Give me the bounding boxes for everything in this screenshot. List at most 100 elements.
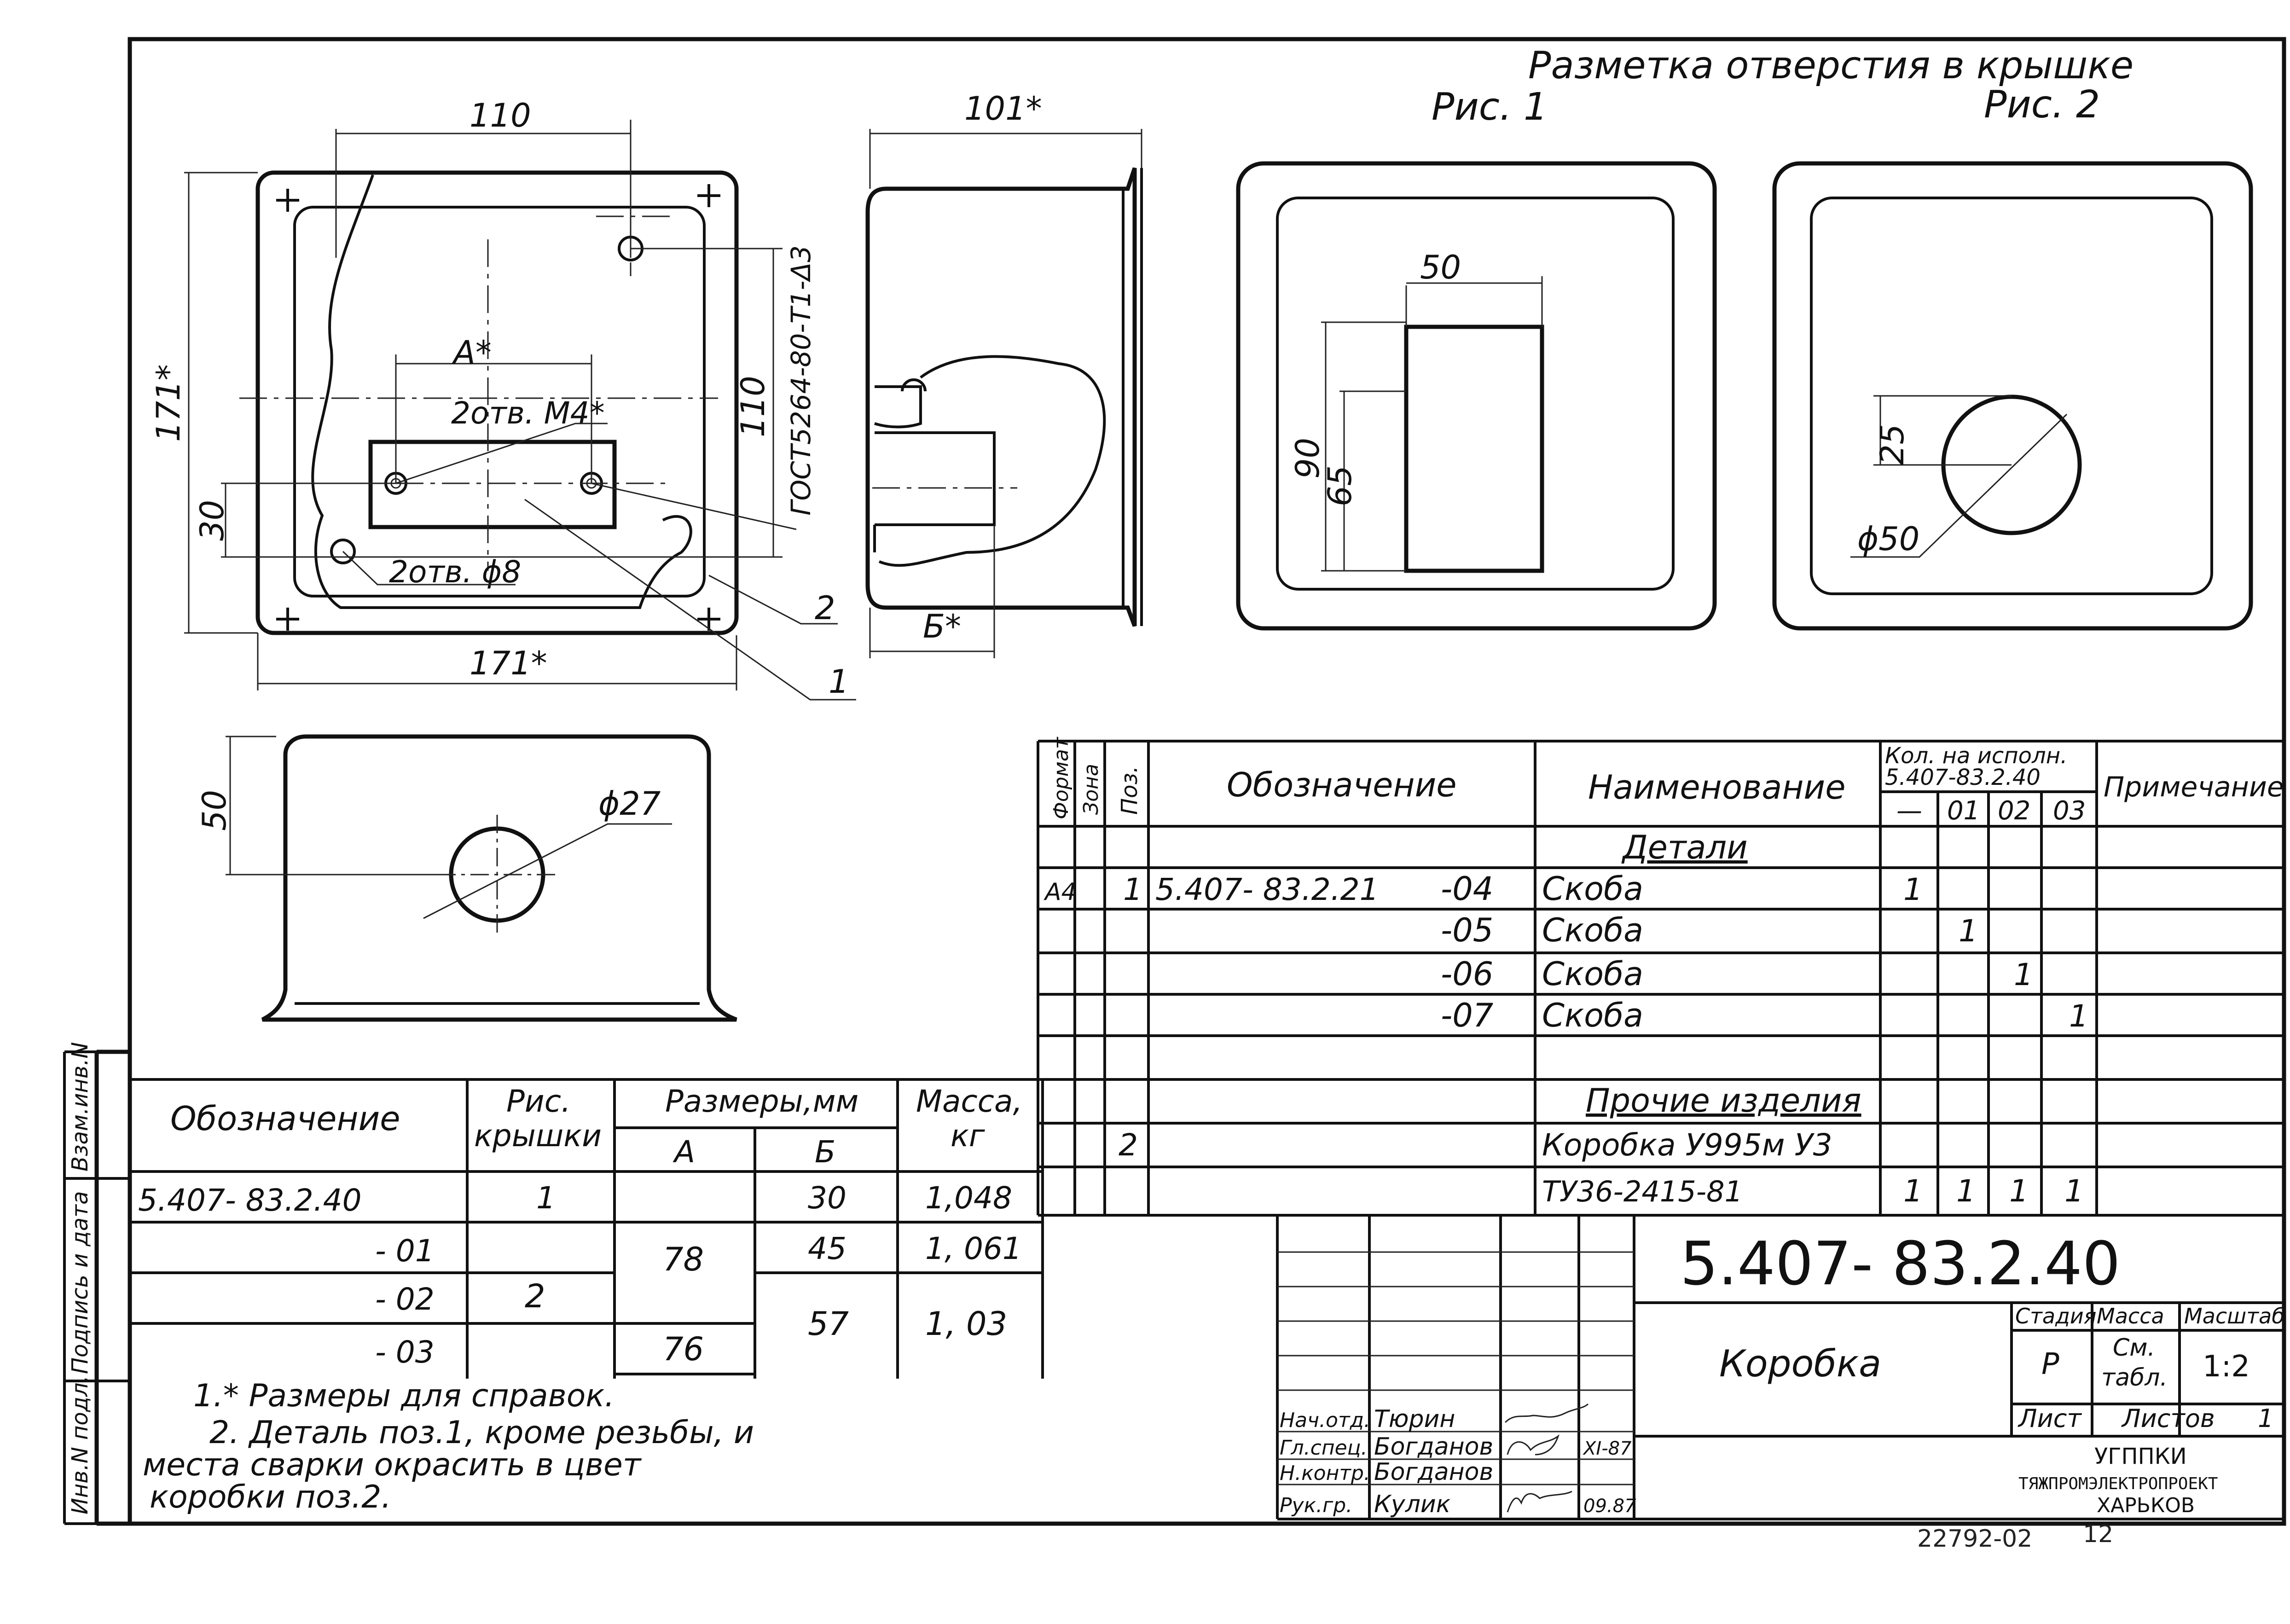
spec-row2-q2: 1	[2014, 957, 2033, 992]
fig1-dim-width: 50	[1420, 249, 1461, 286]
tb-scale-label: Масштаб	[2184, 1304, 2285, 1328]
stamp-signature-date: Подпись и дата	[67, 1191, 93, 1374]
vt-row0-mass: 1,048	[925, 1180, 1012, 1216]
stamp-inv-podl: Инв.N подл.	[67, 1375, 93, 1514]
signature-kulik	[1507, 1491, 1572, 1513]
spec-row3-suffix: -07	[1441, 997, 1493, 1034]
drawing-title: Разметка отверстия в крышке	[1528, 44, 2133, 87]
front-dim-top: 110	[470, 97, 531, 134]
spec-row0-format: А4	[1044, 878, 1077, 906]
spec-row0-pos: 1	[1123, 872, 1142, 907]
fig2-dim-r: 25	[1873, 424, 1911, 465]
front-dim-30: 30	[193, 500, 231, 541]
signature-tyurin	[1504, 1403, 1589, 1423]
spec-row1-suffix: -05	[1441, 911, 1493, 949]
vt-row0-b: 30	[808, 1180, 846, 1216]
notes: 1.* Размеры для справок. 2. Деталь поз.1…	[143, 1378, 754, 1515]
spec-h-designation: Обозначение	[1227, 766, 1457, 804]
tb-signer2-role: Н.контр.	[1280, 1462, 1370, 1485]
tb-doc-number: 5.407- 83.2.40	[1680, 1229, 2121, 1299]
tb-product-name: Коробка	[1719, 1342, 1881, 1385]
spec-h-pos: Поз.	[1117, 766, 1142, 815]
fig1-label: Рис. 1	[1432, 85, 1548, 129]
footer-page: 12	[2083, 1520, 2113, 1548]
fig1-view: 50 90 65	[1236, 161, 1717, 631]
tb-signer0-name: Тюрин	[1374, 1405, 1455, 1433]
bottom-dim-hole: ϕ27	[598, 785, 661, 823]
tb-signer1-date: XI-87	[1583, 1438, 1632, 1459]
vt-h-fig1: Рис.	[506, 1084, 571, 1119]
spec-h-q0: —	[1896, 796, 1922, 826]
sheet-frame	[128, 37, 2286, 1526]
bottom-view: 50 ϕ27	[196, 734, 737, 1022]
vt-row1-mass: 1, 061	[925, 1231, 1022, 1266]
vt-h-sizes: Размеры,мм	[665, 1084, 858, 1119]
spec-row3-q3: 1	[2069, 998, 2088, 1034]
spec-other-tu: ТУ36-2415-81	[1542, 1175, 1743, 1208]
note-2: 2. Деталь поз.1, кроме резьбы, и	[209, 1415, 754, 1451]
vt-a-78: 78	[663, 1241, 704, 1278]
spec-table: Формат Зона Поз. Обозначение Наименовани…	[1037, 737, 2284, 1217]
spec-h-q1: 01	[1947, 796, 1980, 826]
spec-row0-designation: 5.407- 83.2.21	[1155, 872, 1379, 907]
tb-signer3-role: Рук.гр.	[1280, 1494, 1352, 1517]
vt-h-mass2: кг	[951, 1118, 985, 1154]
spec-other-q3: 1	[2064, 1173, 2084, 1209]
vt-row3-designation: - 03	[375, 1334, 435, 1370]
tb-stage-label: Стадия	[2015, 1304, 2096, 1328]
vt-row2-designation: - 02	[375, 1282, 435, 1317]
spec-other-q1: 1	[1956, 1173, 1976, 1209]
tb-stage: Р	[2041, 1347, 2059, 1381]
tb-signer3-name: Кулик	[1374, 1491, 1451, 1518]
tb-org1: УГППКИ	[2094, 1444, 2187, 1469]
spec-row0-q0: 1	[1903, 872, 1923, 907]
vt-row0-designation: 5.407- 83.2.40	[138, 1183, 362, 1218]
front-holes-m4: 2отв. М4*	[451, 395, 605, 431]
spec-row0-suffix: -04	[1441, 870, 1493, 908]
side-dim-top: 101*	[964, 90, 1042, 128]
tb-signer1-role: Гл.спец.	[1280, 1436, 1368, 1460]
spec-row3-name: Скоба	[1542, 997, 1643, 1034]
note-3: места сварки окрасить в цвет	[143, 1447, 642, 1483]
vt-row1-designation: - 01	[375, 1233, 435, 1269]
front-view: 110 171* 171* 110 30 А* 2отв. М4* 2отв. …	[150, 97, 856, 701]
spec-h-name: Наименование	[1588, 768, 1846, 806]
tb-mass2: табл.	[2101, 1364, 2168, 1392]
tb-scale: 1:2	[2203, 1350, 2250, 1384]
bottom-dim-height: 50	[196, 790, 233, 831]
title-block: 5.407- 83.2.40 Коробка Стадия Масса Масш…	[1276, 1215, 2285, 1520]
fig2-label: Рис. 2	[1984, 83, 2100, 127]
tb-signer1-name: Богданов	[1374, 1433, 1493, 1461]
vt-row2-b: 57	[808, 1305, 849, 1343]
note-1: 1.* Размеры для справок.	[193, 1378, 615, 1414]
spec-h-q3: 03	[2053, 796, 2086, 826]
spec-other-q2: 1	[2009, 1173, 2029, 1209]
note-4: коробки поз.2.	[150, 1479, 391, 1515]
front-dim-bottom: 171*	[470, 644, 547, 682]
vt-a-76: 76	[663, 1330, 704, 1368]
tb-signer2-name: Богданов	[1374, 1458, 1493, 1486]
front-leader-2: 2	[815, 589, 835, 627]
tb-mass-label: Масса	[2097, 1304, 2164, 1328]
spec-section-details: Детали	[1621, 829, 1748, 866]
signature-bogdanov	[1507, 1434, 1560, 1456]
spec-h-note: Примечание	[2104, 771, 2284, 803]
spec-h-q2: 02	[1998, 796, 2030, 826]
front-dim-right: 110	[734, 376, 772, 437]
spec-h-qty1: Кол. на исполн.	[1885, 743, 2067, 769]
tb-org2: ТЯЖПРОМЭЛЕКТРОПРОЕКТ	[2018, 1474, 2218, 1493]
spec-h-zone: Зона	[1079, 764, 1103, 815]
fig1-dim-90: 90	[1289, 438, 1327, 479]
vt-h-mass1: Масса,	[916, 1084, 1022, 1119]
tb-mass1: См.	[2113, 1334, 2155, 1362]
spec-other-name: Коробка У995м У3	[1542, 1127, 1832, 1163]
vt-h-a: А	[673, 1134, 695, 1170]
vt-row2-mass: 1, 03	[925, 1305, 1007, 1343]
fig1-dim-65: 65	[1321, 465, 1359, 506]
tb-signer3-date: 09.87	[1583, 1496, 1636, 1517]
vt-fig-2: 2	[525, 1277, 545, 1315]
spec-other-pos: 2	[1119, 1127, 1138, 1163]
spec-row1-q1: 1	[1959, 913, 1978, 949]
vt-row1-b: 45	[808, 1231, 846, 1266]
spec-row2-name: Скоба	[1542, 955, 1643, 993]
